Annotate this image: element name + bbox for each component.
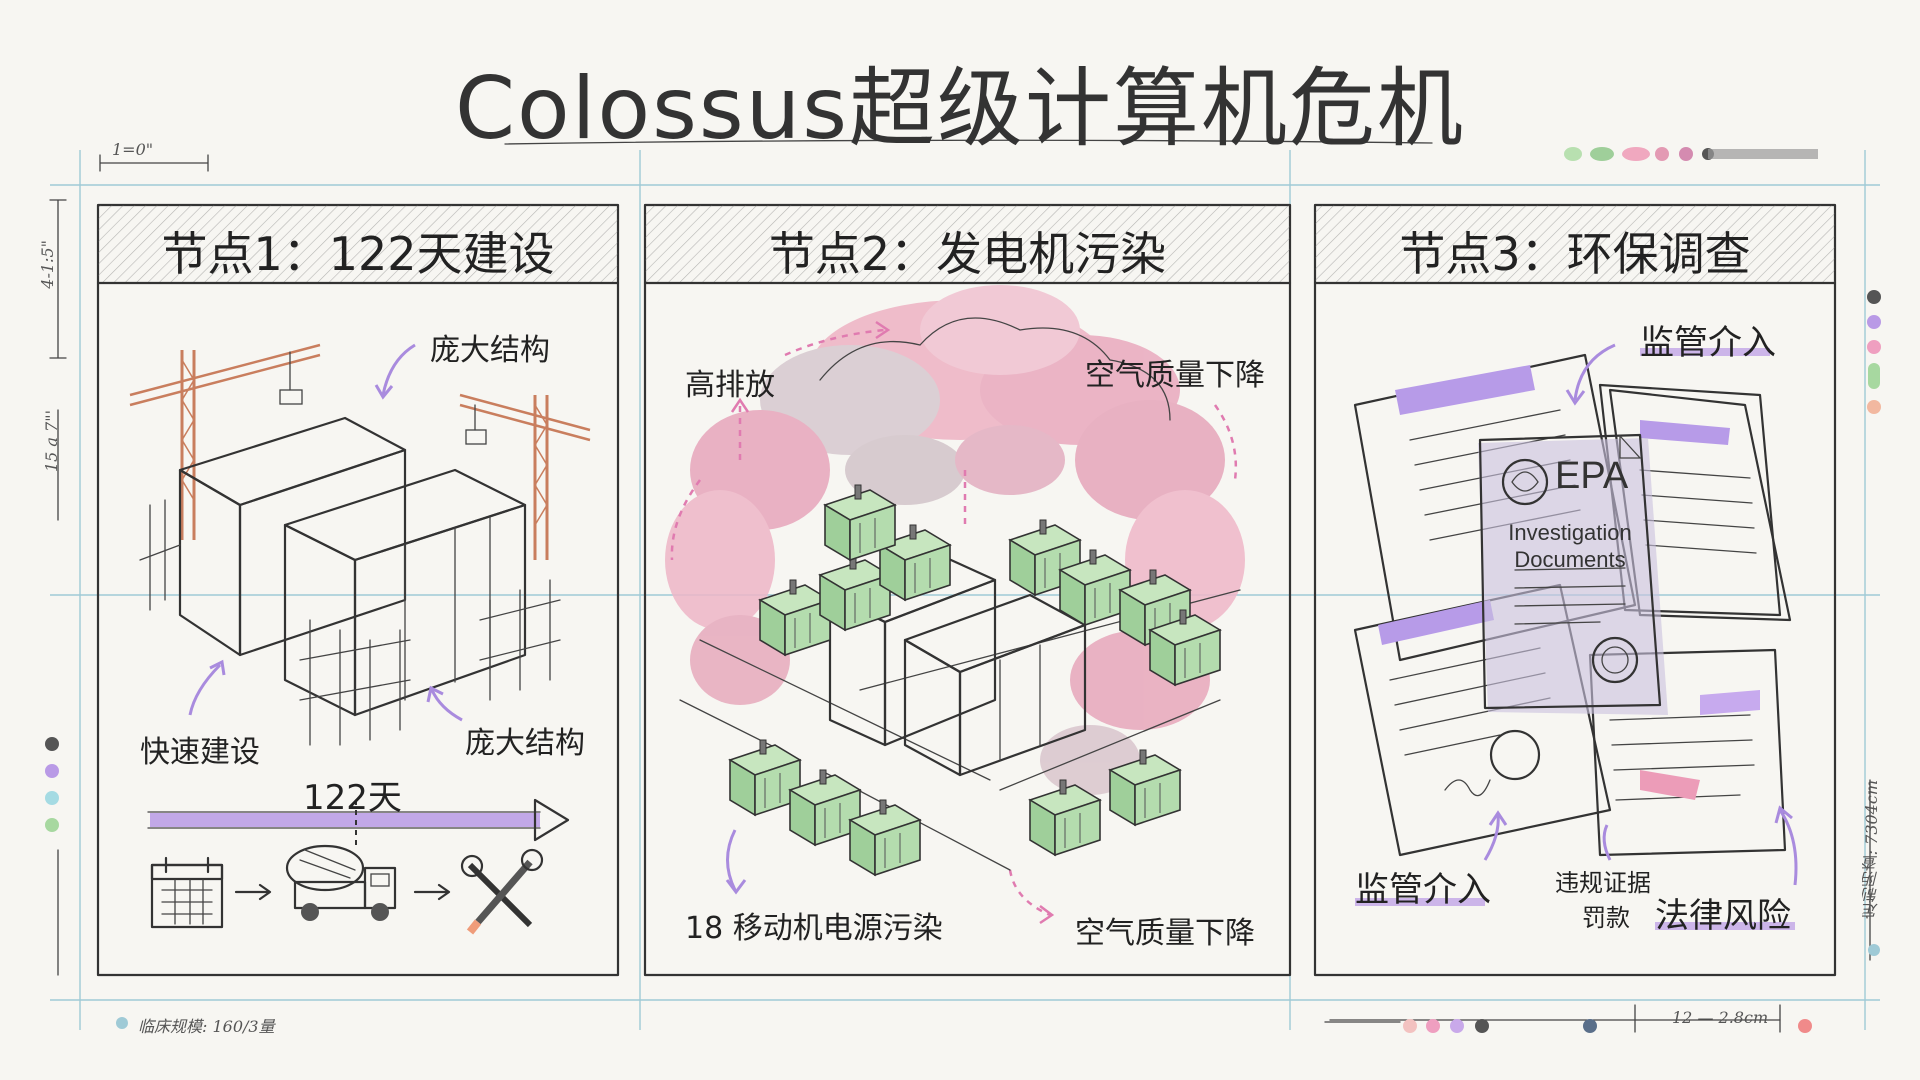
panel-1-title: 节点1：122天建设: [161, 227, 555, 281]
panel-2-title: 节点2：发电机污染: [768, 227, 1167, 281]
timeline-arrow: [147, 798, 570, 850]
color-swatches-bottom: [116, 1017, 1812, 1033]
generator-icon: [1058, 549, 1132, 627]
panel-3-label-bottom-right: 法律风险: [1655, 896, 1791, 936]
panel-3-label-evidence: 违规证据: [1555, 869, 1651, 897]
generator-icon: [1118, 569, 1192, 647]
panel-1-label-bottom-left: 快速建设: [140, 735, 260, 770]
cement-truck-icon: [285, 844, 397, 921]
generator-icon: [1108, 749, 1182, 827]
panel-1-label-bottom-right: 庞大结构: [465, 726, 585, 761]
generator-icon: [818, 554, 892, 632]
margin-note-bottom-right: 12 — 2.8cm: [1672, 1008, 1769, 1027]
generator-icon: [758, 579, 832, 657]
panel-2-label-bottom-left: 18 移动机电源污染: [685, 911, 943, 946]
generator-icon: [848, 799, 922, 877]
margin-note-bottom-left: 临床规模: 160/3量: [138, 1017, 275, 1036]
generator-icon: [878, 524, 952, 602]
scale-note-top: 1=0": [112, 140, 154, 159]
page-title: Colossus超级计算机危机: [454, 59, 1466, 159]
document-stack: [1353, 353, 1792, 857]
calendar-icon: [150, 856, 224, 929]
panel-3-label-bottom-left: 监管介入: [1355, 870, 1491, 910]
generator-icon: [728, 739, 802, 817]
generator-icon: [1028, 779, 1102, 857]
timeline-label: 122天: [303, 778, 402, 818]
epa-logo-text: EPA: [1555, 455, 1629, 497]
epa-doc-line-2: Documents: [1514, 547, 1626, 572]
crane-left: [129, 343, 321, 540]
color-swatches-left: [45, 737, 59, 832]
data-center-building: [139, 416, 561, 746]
panel-2-label-bottom-right: 空气质量下降: [1075, 916, 1255, 951]
panel-3-label-top-right: 监管介入: [1640, 323, 1776, 363]
panel-2-label-top-right: 空气质量下降: [1085, 358, 1265, 393]
panel-3-title: 节点3：环保调查: [1399, 227, 1751, 281]
color-swatches-top: [1564, 147, 1818, 161]
panel-3-label-fine: 罚款: [1582, 904, 1630, 932]
panel-1-label-top-right: 庞大结构: [430, 333, 550, 368]
generator-icon: [823, 484, 897, 562]
color-swatches-right: [1867, 290, 1881, 956]
generator-icon: [788, 769, 862, 847]
panel-2-label-top-left: 高排放: [685, 368, 775, 403]
epa-document: [1478, 433, 1668, 715]
crane-right: [459, 393, 591, 560]
tools-icon: [460, 848, 544, 935]
epa-doc-line-1: Investigation: [1508, 520, 1632, 545]
generator-icon: [1148, 609, 1222, 687]
generators: [728, 484, 1222, 877]
